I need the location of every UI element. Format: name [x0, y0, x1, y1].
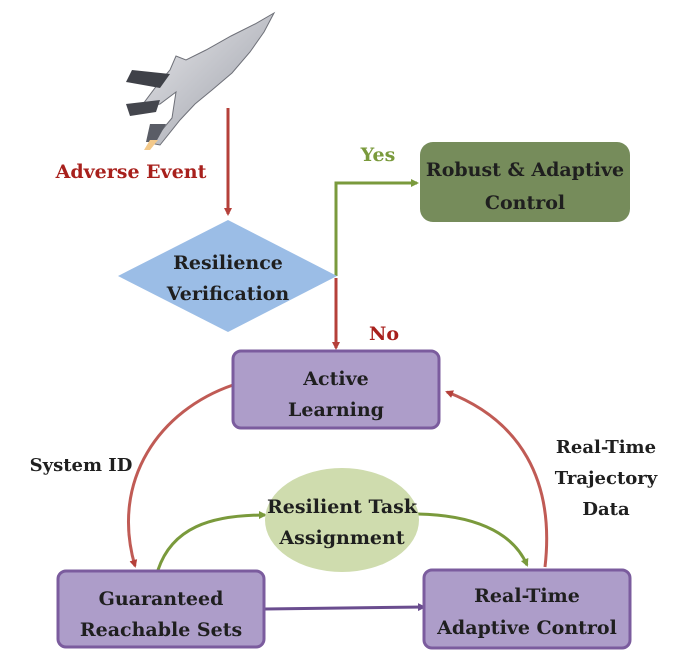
adaptive-control-label-line1: Real-Time: [474, 585, 580, 607]
arrow-system-id: [127, 383, 234, 568]
node-adaptive-control: Real-Time Adaptive Control: [422, 568, 632, 650]
node-resilience-verification: Resilience Verification: [118, 220, 337, 332]
edges: [127, 108, 549, 612]
node-reachable-sets: Guaranteed Reachable Sets: [56, 569, 266, 649]
node-robust-control: Robust & Adaptive Control: [420, 142, 630, 222]
adaptive-control-label-line2: Adaptive Control: [436, 617, 617, 639]
trajectory-label-line3: Data: [582, 499, 630, 520]
active-learning-label-line1: Active: [302, 368, 368, 390]
no-label: No: [369, 323, 399, 345]
task-assignment-label-line2: Assignment: [278, 527, 404, 549]
arrow-from-task-assignment: [417, 512, 529, 567]
arrow-reachable-to-adaptive: [264, 603, 426, 612]
edge-labels: Adverse Event Yes No System ID Real-Time…: [30, 144, 658, 520]
arrow-yes: [334, 179, 419, 276]
trajectory-label-line1: Real-Time: [556, 437, 656, 458]
node-task-assignment: Resilient Task Assignment: [265, 468, 419, 572]
node-active-learning: Active Learning: [231, 349, 441, 430]
fighter-jet-icon: [126, 11, 276, 150]
yes-label: Yes: [360, 144, 396, 166]
reachable-sets-label-line1: Guaranteed: [99, 588, 224, 610]
resilience-verification-label-line1: Resilience: [173, 252, 283, 274]
robust-control-label-line1: Robust & Adaptive: [426, 159, 624, 181]
system-id-label: System ID: [30, 455, 133, 476]
arrow-trajectory-data: [445, 390, 549, 568]
reachable-sets-label-line2: Reachable Sets: [80, 619, 242, 641]
resilience-verification-label-line2: Verification: [166, 283, 290, 305]
active-learning-label-line2: Learning: [288, 399, 384, 421]
task-assignment-label-line1: Resilient Task: [267, 496, 418, 518]
robust-control-label-line2: Control: [485, 192, 565, 214]
arrow-to-task-assignment: [156, 511, 267, 571]
trajectory-label-line2: Trajectory: [555, 468, 658, 489]
adverse-event-label: Adverse Event: [55, 161, 207, 183]
